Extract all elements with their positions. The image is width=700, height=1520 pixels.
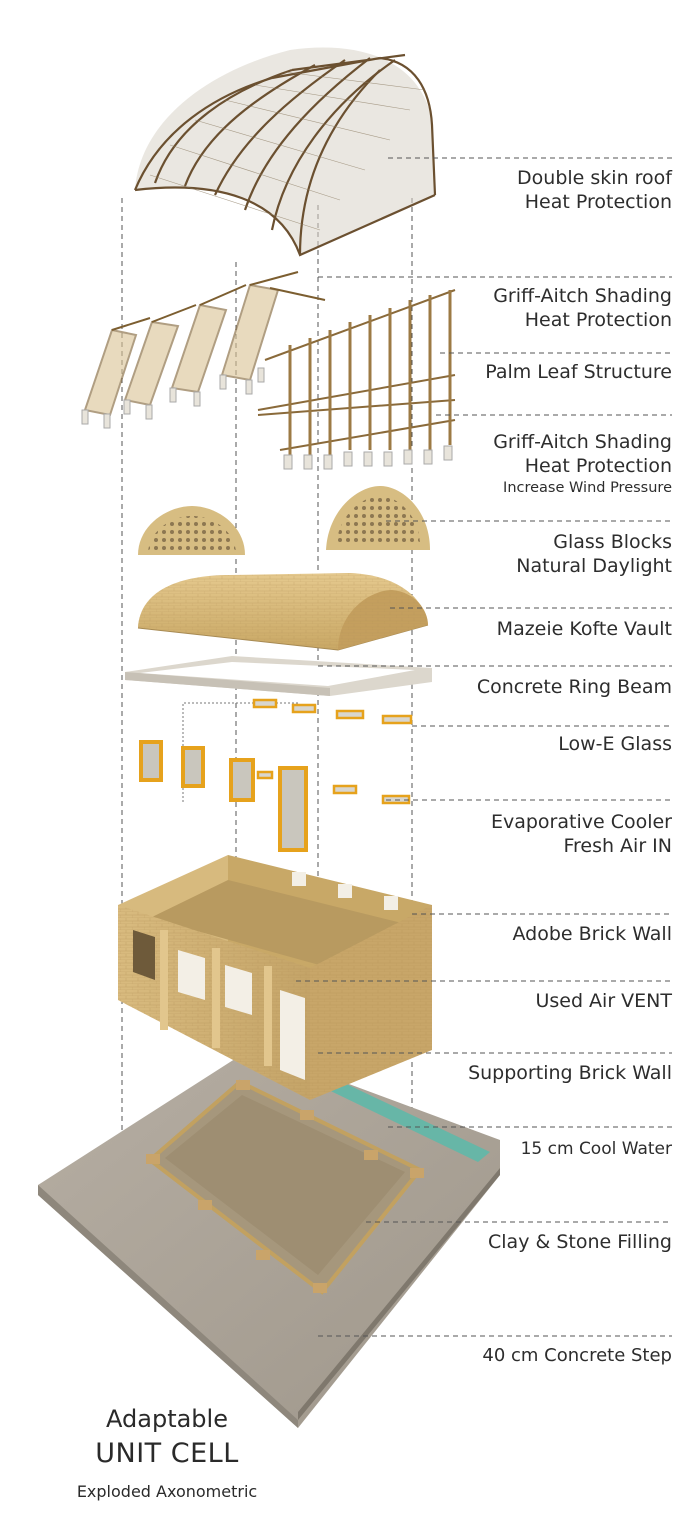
concrete-step-base	[38, 1048, 500, 1428]
concrete-ring-beam	[125, 656, 432, 696]
label-low-e-glass: Low-E Glass	[558, 732, 672, 756]
label-line: Glass Blocks	[553, 531, 672, 553]
low-e-glass-frames	[139, 698, 413, 852]
title-line-3: Exploded Axonometric	[76, 1482, 258, 1501]
label-line: Mazeie Kofte Vault	[496, 618, 672, 640]
griff-aitch-shading-panels	[81, 271, 326, 429]
adobe-brick-walls	[118, 855, 432, 1100]
label-concrete-step: 40 cm Concrete Step	[482, 1344, 672, 1368]
label-line: Concrete Ring Beam	[476, 676, 672, 698]
label-line: Evaporative Cooler	[490, 811, 672, 833]
label-line: Griff-Aitch Shading	[493, 431, 672, 453]
label-line: Clay & Stone Filling	[488, 1231, 672, 1253]
label-line-small: Increase Wind Pressure	[503, 480, 672, 496]
label-line: Double skin roof	[517, 167, 672, 189]
label-palm-leaf-structure: Palm Leaf Structure	[485, 360, 672, 384]
label-line: Low-E Glass	[558, 733, 672, 755]
label-double-skin-roof: Double skin roof Heat Protection	[517, 166, 672, 214]
palm-leaf-structure	[257, 289, 456, 470]
title-line-1: Adaptable	[106, 1405, 228, 1433]
label-mazeie-kofte-vault: Mazeie Kofte Vault	[497, 617, 672, 641]
label-line: Natural Daylight	[516, 555, 672, 577]
label-cool-water: 15 cm Cool Water	[521, 1137, 672, 1161]
label-line: Supporting Brick Wall	[468, 1062, 672, 1084]
label-griff-aitch-shading-2: Griff-Aitch Shading Heat Protection Incr…	[493, 430, 672, 498]
label-line: Used Air VENT	[535, 990, 672, 1012]
label-used-air-vent: Used Air VENT	[535, 989, 672, 1013]
label-line: Heat Protection	[524, 455, 672, 477]
double-skin-roof	[133, 47, 437, 257]
label-griff-aitch-shading-1: Griff-Aitch Shading Heat Protection	[493, 284, 672, 332]
label-supporting-brick-wall: Supporting Brick Wall	[468, 1061, 672, 1085]
label-line: Fresh Air IN	[563, 835, 672, 857]
label-concrete-ring-beam: Concrete Ring Beam	[477, 675, 672, 699]
label-line: 15 cm Cool Water	[520, 1139, 672, 1159]
label-line: Heat Protection	[524, 191, 672, 213]
label-adobe-brick-wall: Adobe Brick Wall	[512, 922, 672, 946]
label-line: Adobe Brick Wall	[512, 923, 672, 945]
label-line: Palm Leaf Structure	[485, 361, 672, 383]
mazeie-kofte-vault	[137, 573, 429, 651]
label-line: Griff-Aitch Shading	[493, 285, 672, 307]
glass-blocks	[138, 486, 430, 555]
label-glass-blocks: Glass Blocks Natural Daylight	[516, 530, 672, 578]
label-clay-stone-filling: Clay & Stone Filling	[488, 1230, 672, 1254]
title-line-2: UNIT CELL	[95, 1438, 239, 1469]
label-line: 40 cm Concrete Step	[482, 1345, 672, 1366]
title-block: Adaptable UNIT CELL Exploded Axonometric	[62, 1402, 272, 1512]
label-line: Heat Protection	[524, 309, 672, 331]
leader-lines	[296, 157, 672, 1337]
label-evaporative-cooler: Evaporative Cooler Fresh Air IN	[491, 810, 672, 858]
